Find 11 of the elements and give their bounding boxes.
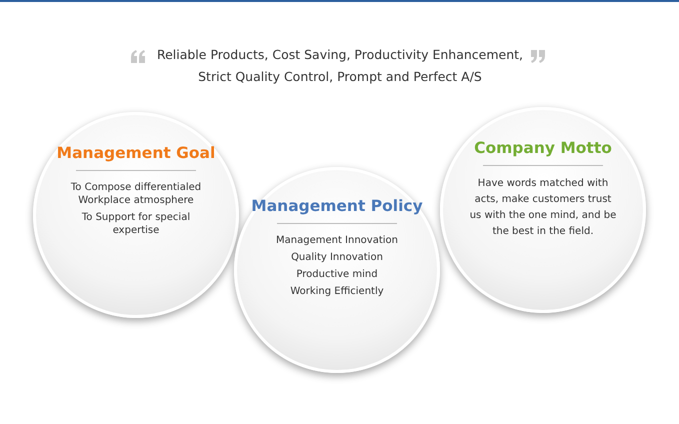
- list-item: To Support for special expertise: [80, 211, 192, 237]
- slogan-text: Reliable Products, Cost Saving, Productivity Enhancement, Strict Quality Control, Prompt and Perfect A/S: [156, 46, 524, 86]
- list-item: To Compose differentialed Workplace atmosphere: [70, 181, 202, 207]
- list-item: Working Efficiently: [289, 285, 385, 298]
- list-item: Productive mind: [295, 268, 379, 281]
- list-item: Quality Innovation: [290, 251, 384, 264]
- list-item: Management Innovation: [275, 234, 399, 247]
- circle-heading: Management Goal: [56, 144, 216, 162]
- circle-heading: Company Motto: [474, 139, 612, 157]
- motto-text: Have words matched with acts, make customers trust us with the one mind, and be the best in the field.: [468, 177, 618, 239]
- circle-heading: Management Policy: [251, 197, 423, 215]
